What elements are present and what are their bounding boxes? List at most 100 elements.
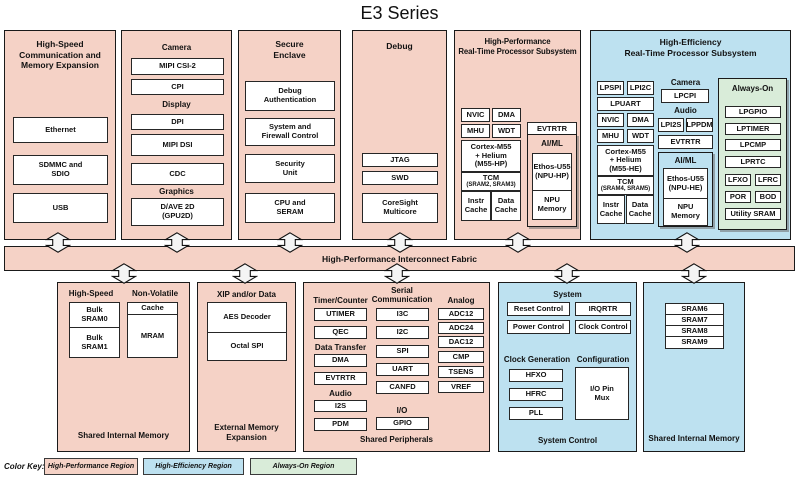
io-pin-mux-box: I/O Pin Mux [575,367,629,420]
always-on-header: Always-On [731,84,774,93]
he-tcm-box: TCM (SRAM4, SRAM5) [597,176,654,195]
lpcmp-box: LPCMP [725,139,781,151]
reset-control-box: Reset Control [507,302,570,316]
lpgpio-box: LPGPIO [725,106,781,118]
cmp-box: CMP [438,351,484,363]
jtag-box: JTAG [362,153,438,167]
he-lpspi-box: LPSPI [597,81,624,95]
mipi-dsi-box: MIPI DSI [131,134,224,156]
he-audio-header: Audio [674,106,697,115]
pll-box: PLL [509,407,563,420]
he-evtrtr-box: EVTRTR [658,135,713,149]
adc12-box: ADC12 [438,308,484,320]
lprtc-box: LPRTC [725,156,781,168]
he-lpi2c-box: LPI2C [627,81,654,95]
he-tcm-sub-label: (SRAM4, SRAM5) [600,186,651,193]
dma-box: DMA [314,354,367,367]
serial-communication-header: Serial Communication [371,286,433,305]
he-cortex-m55-box: Cortex-M55 + Helium (M55-HE) [597,145,654,176]
hp-tcm-sub-label: (SRAM2, SRAM3) [466,182,516,189]
bus-arrow [386,232,414,253]
hfxo-box: HFXO [509,369,563,382]
clock-generation-header: Clock Generation [503,355,571,364]
block-shared-internal-memory-right: SRAM6 SRAM7 SRAM8 SRAM9 Shared Internal … [643,282,745,452]
he-nvic-box: NVIC [597,113,624,127]
debug-authentication-box: Debug Authentication [245,81,335,111]
block-he-realtime-subsystem: High-Efficiency Real-Time Processor Subs… [590,30,791,240]
i2s-box: I2S [314,400,367,412]
mipi-csi2-box: MIPI CSI-2 [131,58,224,75]
block-title: Secure Enclave [273,39,306,60]
data-transfer-header: Data Transfer [314,343,367,352]
io-header: I/O [396,406,408,415]
adc24-box: ADC24 [438,322,484,334]
he-wdt-box: WDT [627,129,654,143]
hp-cortex-m55-box: Cortex-M55 + Helium (M55-HP) [461,140,521,172]
gpio-box: GPIO [376,417,429,430]
dave2d-gpu2d-box: D/AVE 2D (GPU2D) [131,198,224,226]
block-title: Shared Internal Memory [648,434,740,443]
hfrc-box: HFRC [509,388,563,401]
block-title: Debug [386,41,413,51]
hp-tcm-label: TCM [482,173,500,183]
hp-tcm-box: TCM (SRAM2, SRAM3) [461,172,521,191]
hp-mhu-box: MHU [461,124,490,138]
sram-stack: SRAM6 SRAM7 SRAM8 SRAM9 [665,303,724,349]
block-hp-realtime-subsystem: High-Performance Real-Time Processor Sub… [454,30,581,240]
sram8-box: SRAM8 [666,326,723,337]
evtrtr-box: EVTRTR [314,372,367,385]
power-control-box: Power Control [507,320,570,334]
bus-arrow [673,232,701,253]
hp-dma-box: DMA [492,108,521,122]
canfd-box: CANFD [376,381,429,394]
swd-box: SWD [362,171,438,185]
non-volatile-header: Non-Volatile [131,289,179,298]
bulk-sram1-box: Bulk SRAM1 [81,332,108,351]
graphics-header: Graphics [159,187,194,196]
system-firewall-control-box: System and Firewall Control [245,118,335,146]
block-external-memory-expansion: XIP and/or Data AES Decoder Octal SPI Ex… [197,282,296,452]
mram-box: MRAM [140,330,165,340]
block-title: Shared Internal Memory [77,431,170,440]
security-unit-box: Security Unit [245,154,335,183]
block-title: High-Performance Real-Time Processor Sub… [458,37,577,56]
aes-decoder-box: AES Decoder [208,303,286,333]
block-title: High-Speed Communication and Memory Expa… [19,39,101,71]
hp-nvic-box: NVIC [461,108,490,122]
octal-spi-box: Octal SPI [230,341,264,351]
tsens-box: TSENS [438,366,484,378]
pdm-box: PDM [314,418,367,431]
sram7-box: SRAM7 [666,315,723,326]
bus-arrow [231,263,259,284]
color-key-high-performance: High-Performance Region [44,458,138,475]
bus-arrow [110,263,138,284]
uart-box: UART [376,363,429,376]
hp-data-cache-box: Data Cache [491,191,521,221]
block-secure-enclave: Secure Enclave Debug Authentication Syst… [238,30,341,240]
bus-arrow [44,232,72,253]
lfrc-box: LFRC [755,174,781,186]
system-header: System [553,290,582,299]
sram6-box: SRAM6 [666,304,723,315]
hp-ethos-u55-box: Ethos-U55 (NPU-HP) [533,154,571,191]
spi-box: SPI [376,345,429,358]
color-key-label: Color Key: [4,462,45,471]
timer-counter-header: Timer/Counter [313,296,368,305]
cpu-seram-box: CPU and SERAM [245,193,335,223]
he-aiml-header: AI/ML [674,156,697,165]
he-dma-box: DMA [627,113,654,127]
block-title: Shared Peripherals [360,435,433,444]
color-key-always-on: Always-On Region [250,458,357,475]
he-tcm-label: TCM [617,177,634,187]
block-camera-display-graphics: Camera MIPI CSI-2 CPI Display DPI MIPI D… [121,30,232,240]
bus-arrow [680,263,708,284]
lfxo-box: LFXO [725,174,751,186]
qec-box: QEC [314,326,367,339]
bus-arrow [383,263,411,284]
lptimer-box: LPTIMER [725,123,781,135]
hp-aiml-header: AI/ML [541,139,563,148]
he-aiml-panel: AI/ML Ethos-U55 (NPU-HE) NPU Memory [658,152,713,227]
bulk-sram0-box: Bulk SRAM0 [70,303,119,328]
dpi-box: DPI [131,114,224,130]
he-instr-cache-box: Instr Cache [597,195,625,224]
